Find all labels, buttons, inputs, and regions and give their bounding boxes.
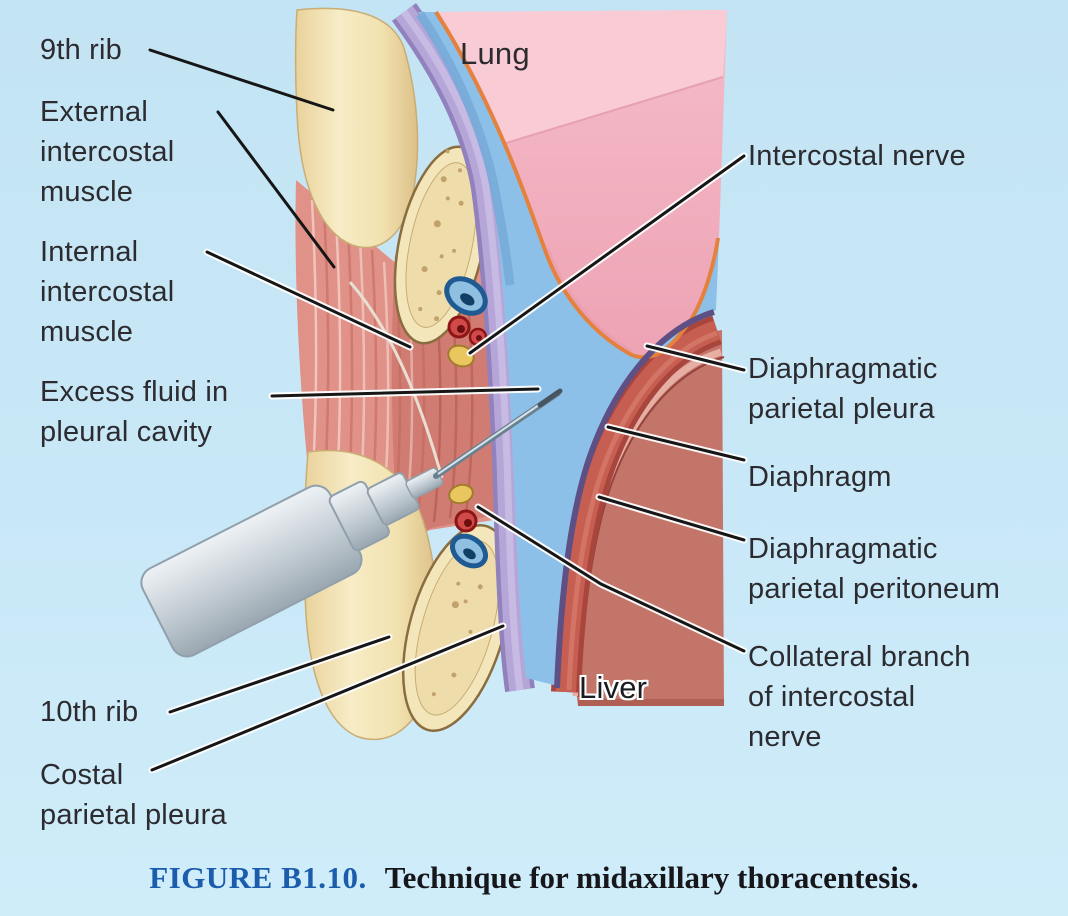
leader-external-intercostal	[216, 110, 336, 269]
leader-10th-rib	[168, 635, 391, 714]
diaphragmatic-parietal-pleura-line	[554, 309, 715, 689]
label-10th-rib: 10th rib	[40, 696, 139, 728]
figure-caption: FIGURE B1.10. Technique for midaxillary t…	[0, 860, 1068, 896]
figure-title: Technique for midaxillary thoracentesis.	[384, 860, 919, 895]
leader-collateral-branch	[476, 505, 746, 653]
label-excess-fluid: Excess fluid in pleural cavity	[40, 376, 229, 448]
leader-9th-rib	[148, 48, 335, 112]
label-costal-parietal-pleura: Costal parietal pleura	[40, 759, 227, 831]
label-diaphragm: Diaphragm	[748, 461, 892, 493]
label-diaphragmatic-parietal-pleura: Diaphragmatic parietal pleura	[748, 353, 938, 425]
intercostal-vein	[444, 276, 488, 316]
collateral-vein	[449, 533, 489, 569]
figure-number: FIGURE B1.10.	[149, 860, 367, 895]
collateral-artery	[454, 509, 478, 533]
diaphragm-band	[551, 315, 723, 693]
leader-diaphragmatic-parietal-pleura	[645, 344, 746, 372]
label-intercostal-nerve: Intercostal nerve	[748, 140, 966, 172]
visceral-pleura-orange-line	[434, 10, 720, 360]
leader-diaphragm	[606, 425, 746, 462]
collateral-nerve-shape	[448, 483, 474, 505]
collateral-fascia-line	[348, 281, 444, 479]
visceral-pleura-blue-band	[416, 11, 515, 286]
leader-costal-parietal-pleura	[150, 624, 505, 772]
label-9th-rib: 9th rib	[40, 34, 122, 66]
leader-intercostal-nerve	[468, 154, 746, 355]
label-liver: Liver	[579, 670, 648, 705]
label-diaphragmatic-parietal-peritoneum: Diaphragmatic parietal peritoneum	[748, 533, 1001, 605]
collateral-vessels-lower	[448, 483, 489, 569]
leader-excess-fluid	[270, 387, 540, 398]
liver-lower-edge	[578, 699, 724, 706]
syringe	[140, 467, 444, 658]
needle	[433, 388, 563, 479]
liver-shape	[576, 330, 724, 706]
label-internal-intercostal-muscle: Internal intercostal muscle	[40, 236, 175, 348]
label-external-intercostal-muscle: External intercostal muscle	[40, 96, 175, 208]
label-collateral-branch: Collateral branch of intercostal nerve	[748, 641, 971, 753]
rib-9-shaft	[294, 7, 419, 249]
leader-lines	[148, 48, 748, 774]
leader-internal-intercostal	[205, 250, 412, 349]
lung-shape	[436, 10, 727, 359]
label-lung: Lung	[460, 36, 530, 71]
lung-top-face	[436, 10, 727, 147]
leader-diaphragmatic-parietal-peritoneum	[597, 495, 746, 542]
